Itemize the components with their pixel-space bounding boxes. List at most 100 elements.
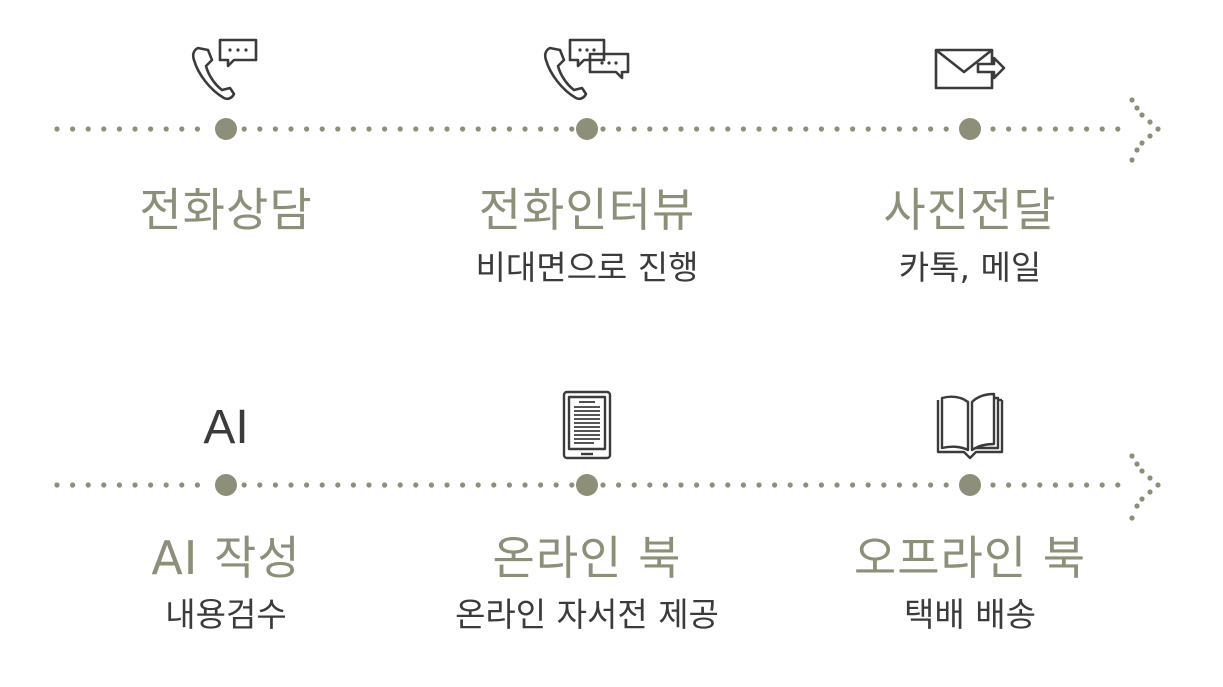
timeline-dot (569, 126, 575, 132)
timeline-dot (491, 482, 497, 488)
timeline-bottom-nodes (215, 474, 981, 496)
timeline-dot (522, 126, 528, 132)
timeline-dot (538, 482, 544, 488)
phone-multi-chat-icon (537, 34, 637, 104)
timeline-dot (1115, 126, 1121, 132)
timeline-dot (725, 126, 731, 132)
timeline-dot (881, 482, 887, 488)
timeline-dot (850, 126, 856, 132)
timeline-dot (506, 126, 512, 132)
timeline-dot (834, 126, 840, 132)
step-subtitle: 비대면으로 진행 (475, 248, 699, 287)
timeline-dot (350, 126, 356, 132)
timeline-dot (1068, 482, 1074, 488)
timeline-dot (990, 126, 996, 132)
timeline-dot (678, 126, 684, 132)
timeline-dot (148, 126, 154, 132)
timeline-dot (460, 482, 466, 488)
timeline-dot (928, 482, 934, 488)
timeline-node (576, 474, 598, 496)
timeline-dot (647, 482, 653, 488)
timeline-dot (194, 482, 200, 488)
envelope-send-icon (920, 34, 1020, 104)
timeline-dot (70, 126, 76, 132)
timeline-dot (413, 482, 419, 488)
timeline-dot (163, 126, 169, 132)
timeline-dot (990, 482, 996, 488)
timeline-top-arrowhead (1129, 97, 1161, 163)
timeline-dot (335, 482, 341, 488)
timeline-dot (818, 126, 825, 132)
timeline-bottom-dots (54, 482, 1121, 488)
step-title: 전화상담 (139, 183, 313, 237)
timeline-dot (54, 126, 60, 132)
timeline-dot (163, 482, 169, 488)
timeline-dot (1006, 126, 1012, 132)
timeline-dot (912, 126, 918, 132)
timeline-dot (397, 126, 403, 132)
timeline-dot (709, 482, 715, 488)
timeline-dot (1099, 126, 1105, 132)
timeline-dot (116, 126, 122, 132)
timeline-dot (1052, 482, 1058, 488)
timeline-dot (943, 482, 949, 488)
timeline-dot (818, 482, 825, 488)
timeline-dot (616, 482, 622, 488)
timeline-dot (662, 126, 669, 132)
timeline-dot (553, 482, 559, 488)
timeline-dot (1021, 126, 1027, 132)
timeline-node (959, 474, 981, 496)
timeline-dot (631, 482, 637, 488)
timeline-dot (475, 126, 481, 132)
timeline-dot (725, 482, 731, 488)
timeline-dot (772, 126, 778, 132)
timeline-dot (413, 126, 419, 132)
timeline-dot (1084, 126, 1090, 132)
step-title: AI 작성 (151, 531, 301, 585)
timeline-dot (272, 126, 278, 132)
timeline-dot (865, 482, 871, 488)
timeline-node (215, 118, 237, 140)
step-subtitle: 카톡, 메일 (898, 248, 1042, 287)
timeline-dot (850, 482, 856, 488)
timeline-dot (70, 482, 76, 488)
ai-icon-text: AI (203, 400, 249, 454)
timeline-dot (787, 482, 793, 488)
step-title: 사진전달 (883, 183, 1057, 237)
timeline-dot (631, 126, 637, 132)
timeline-dot (1084, 482, 1090, 488)
timeline-dot (101, 126, 107, 132)
ai-label-icon: AI (176, 392, 276, 462)
timeline-dot (288, 126, 294, 132)
timeline-dot (1115, 482, 1121, 488)
timeline-top-nodes (215, 118, 981, 140)
timeline-top-dots (54, 126, 1121, 132)
timeline-dot (179, 126, 185, 132)
step-subtitle: 택배 배송 (904, 595, 1036, 634)
timeline-dot (116, 482, 122, 488)
timeline-dot (1006, 482, 1012, 488)
timeline-dot (428, 482, 434, 488)
timeline-dot (694, 482, 700, 488)
timeline-node (959, 118, 981, 140)
timeline-dot (460, 126, 466, 132)
timeline-dot (943, 126, 949, 132)
timeline-dot (803, 126, 809, 132)
timeline-dot (740, 482, 747, 488)
timeline-dot (881, 126, 887, 132)
step-title: 전화인터뷰 (478, 183, 696, 237)
timeline-dot (132, 482, 138, 488)
timeline-dot (772, 482, 778, 488)
timeline-dot (803, 482, 809, 488)
timeline-dot (896, 126, 903, 132)
timeline-dot (257, 482, 263, 488)
timeline-dot (694, 126, 700, 132)
timeline-dot (647, 126, 653, 132)
step-subtitle: 내용검수 (165, 595, 287, 634)
timeline-dot (288, 482, 294, 488)
timeline-dot (569, 482, 575, 488)
phone-chat-icon (176, 34, 276, 104)
timeline-dot (1037, 126, 1043, 132)
timeline-node (576, 118, 598, 140)
timeline-dot (538, 126, 544, 132)
